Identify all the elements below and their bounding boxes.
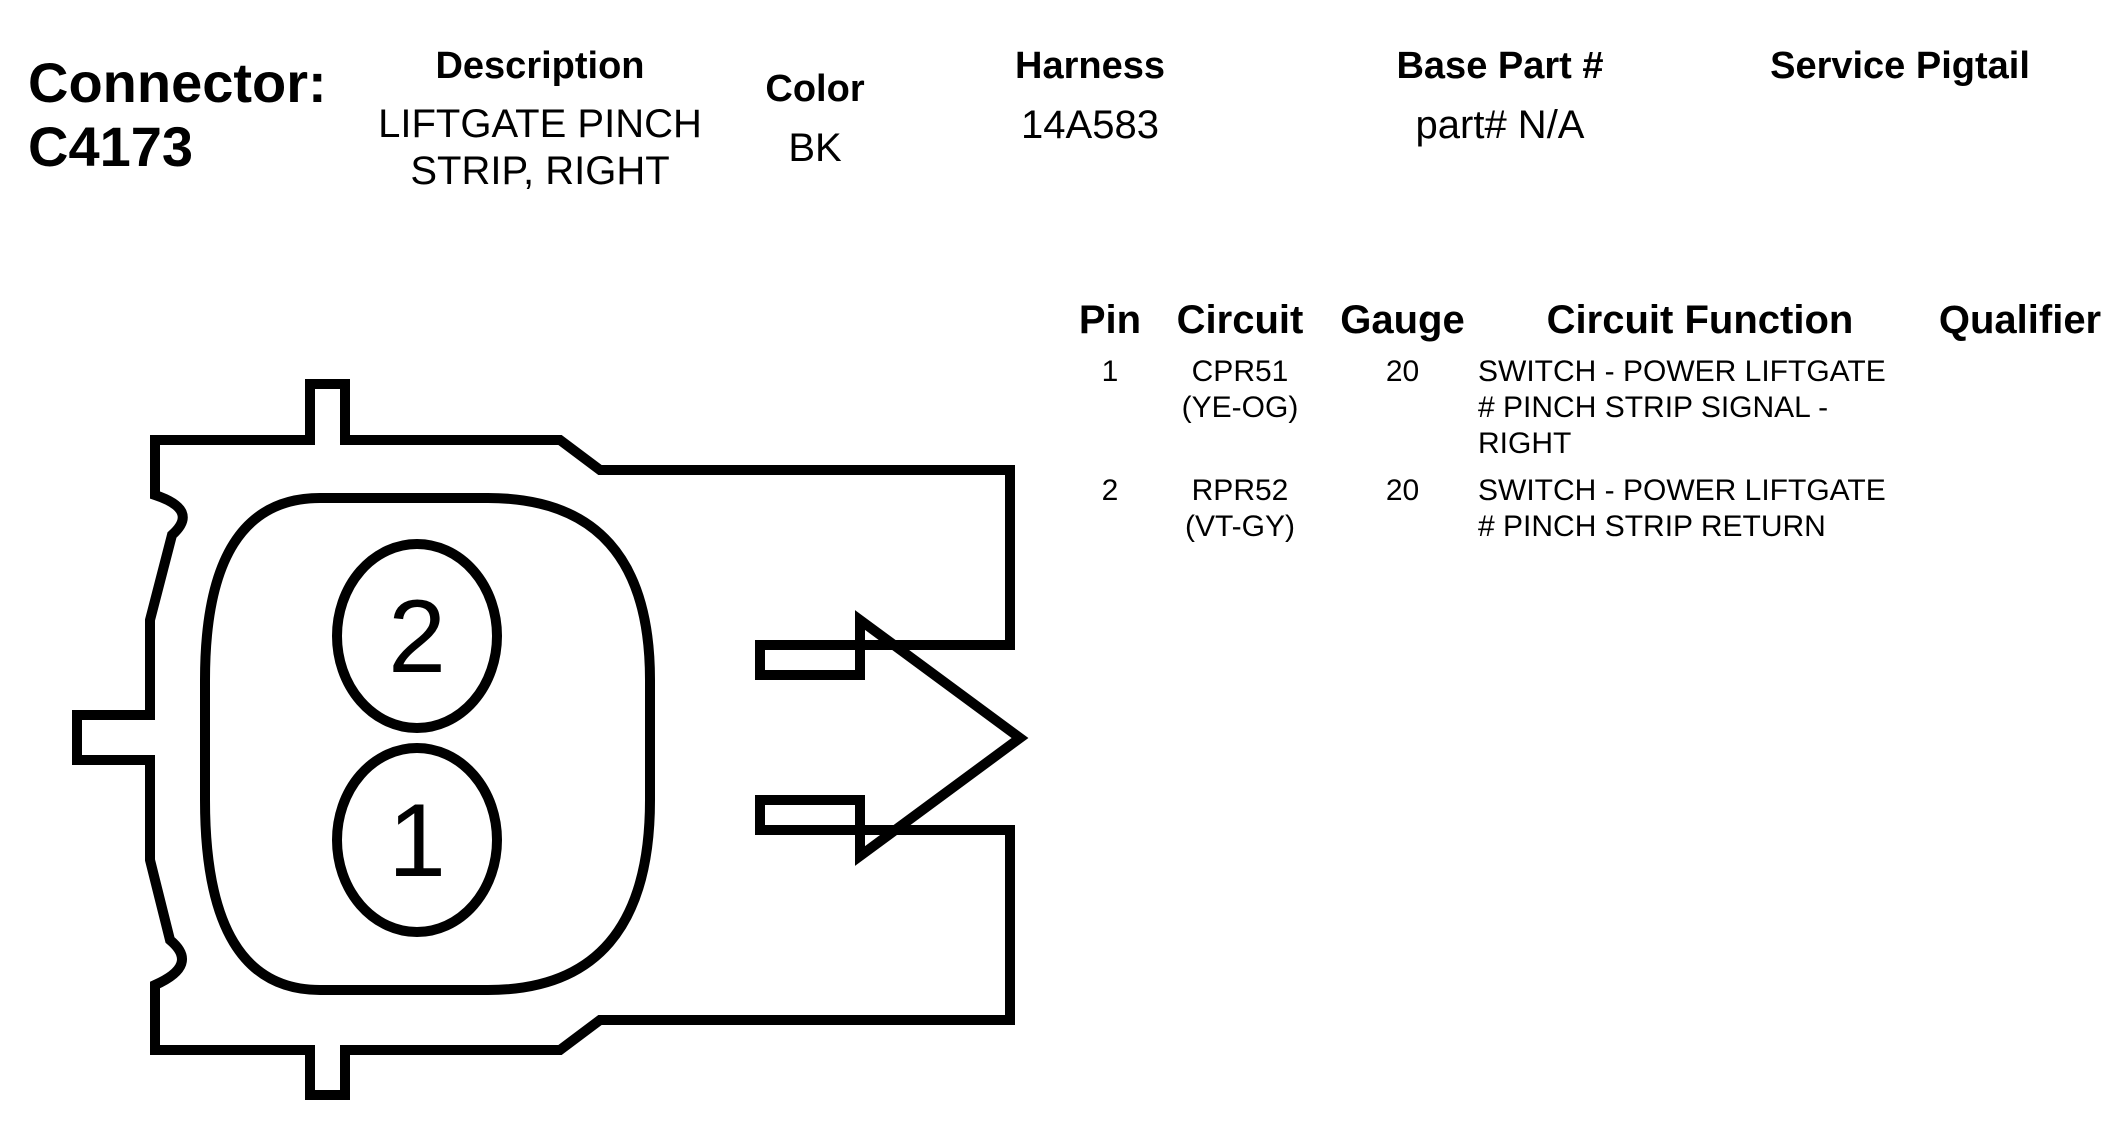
harness-label: Harness	[1015, 45, 1165, 87]
row-circuit: CPR51 (YE-OG)	[1181, 355, 1299, 424]
pin-1-label: 1	[388, 783, 446, 899]
row-gauge: 20	[1385, 355, 1420, 388]
row-circuit-function: SWITCH - POWER LIFTGATE # PINCH STRIP RE…	[1478, 474, 1886, 543]
row-gauge: 20	[1385, 474, 1420, 507]
base-part-label: Base Part #	[1396, 45, 1604, 87]
description-value: LIFTGATE PINCH STRIP, RIGHT	[378, 102, 702, 193]
description-label: Description	[435, 45, 645, 87]
col-header-pin: Pin	[1078, 298, 1142, 342]
connector-label: Connector:	[28, 51, 327, 114]
row-circuit: RPR52 (VT-GY)	[1185, 474, 1295, 543]
col-header-circuit-function: Circuit Function	[1546, 298, 1854, 342]
row-circuit-function: SWITCH - POWER LIFTGATE # PINCH STRIP SI…	[1478, 355, 1886, 460]
connector-housing-outline	[72, 379, 1029, 1100]
row-pin: 2	[1101, 474, 1119, 507]
color-label: Color	[765, 68, 865, 110]
pin-1-cavity	[332, 743, 502, 937]
pin-2-label: 2	[388, 579, 446, 695]
pin-2-cavity	[332, 539, 502, 733]
col-header-qualifier: Qualifier	[1938, 298, 2102, 342]
connector-cavity-face	[200, 493, 655, 995]
service-pigtail-label: Service Pigtail	[1770, 45, 2030, 87]
base-part-value: part# N/A	[1415, 103, 1585, 147]
col-header-circuit: Circuit	[1176, 298, 1304, 342]
col-header-gauge: Gauge	[1340, 298, 1465, 342]
row-pin: 1	[1101, 355, 1119, 388]
connector-id: C4173	[28, 115, 194, 178]
color-value: BK	[788, 126, 842, 170]
harness-value: 14A583	[1021, 103, 1159, 147]
